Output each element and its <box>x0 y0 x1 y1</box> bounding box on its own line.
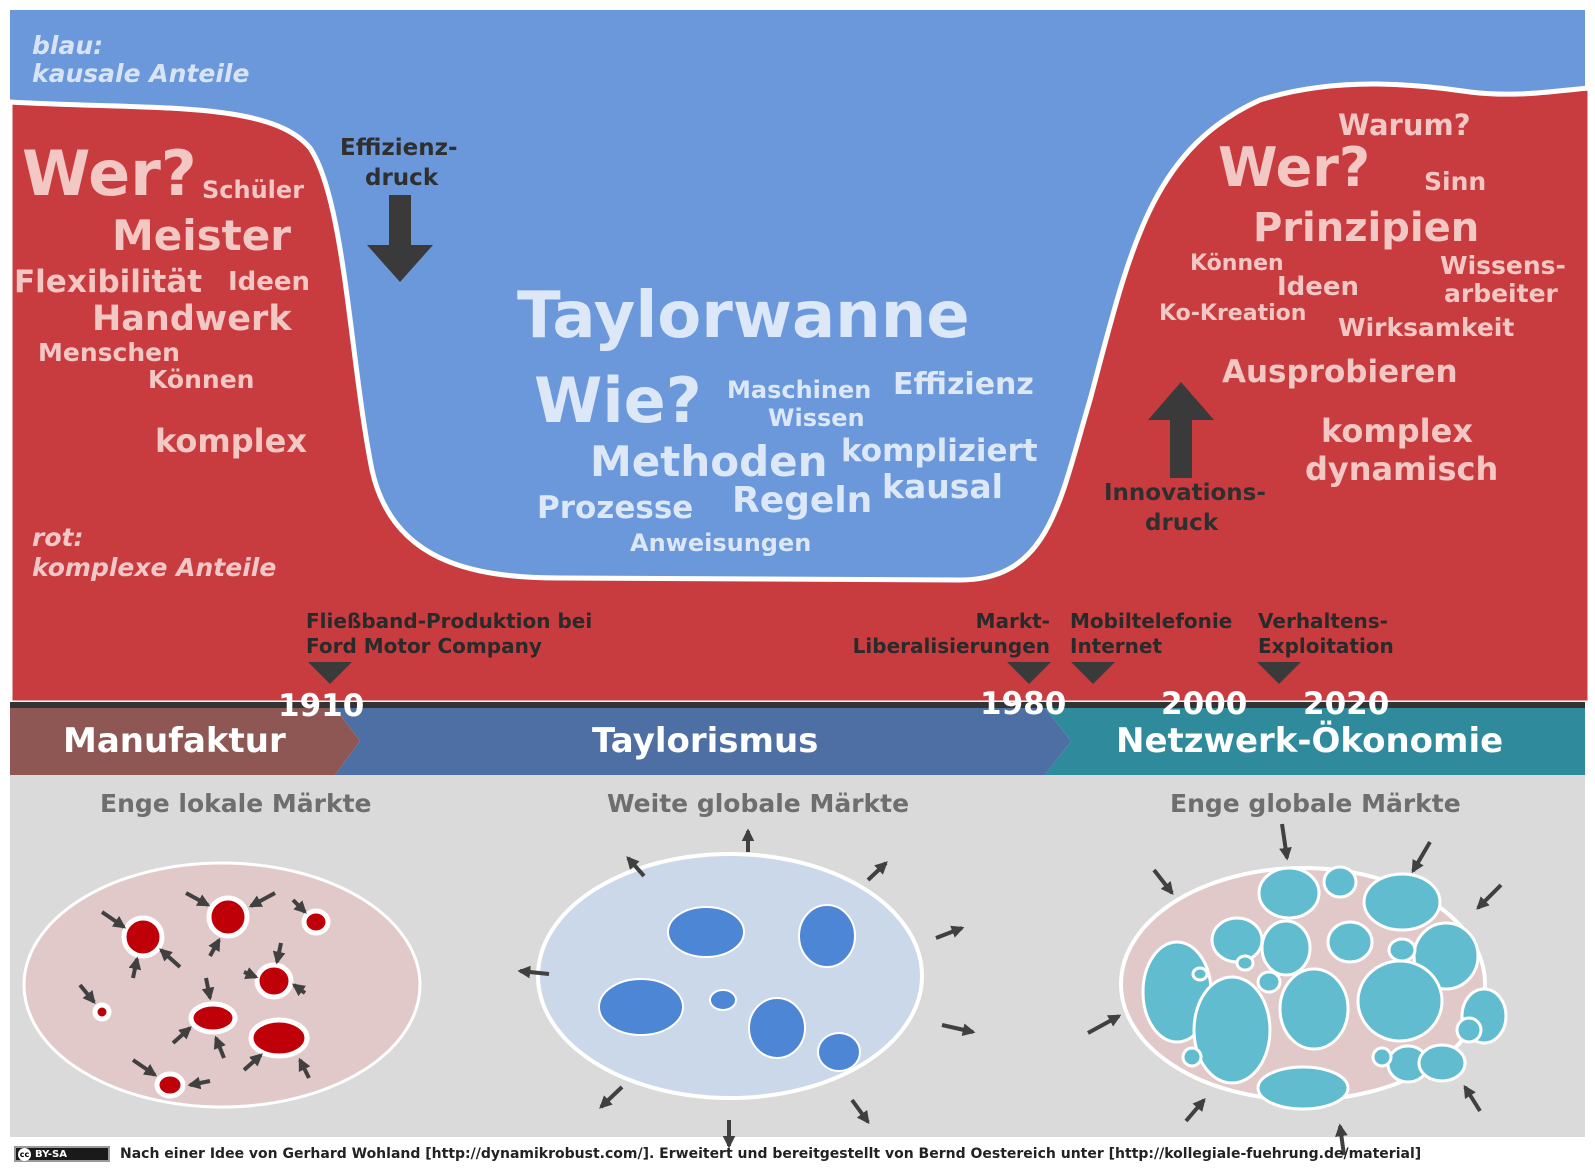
year-1910: 1910 <box>278 688 364 724</box>
center-word-kausal: kausal <box>882 467 1003 506</box>
legend-blue-subtitle: kausale Anteile <box>32 59 249 88</box>
center-word-maschinen: Maschinen <box>727 376 871 404</box>
market-center-illustration <box>517 828 976 1149</box>
year-1980: 1980 <box>980 686 1066 722</box>
year-2020: 2020 <box>1303 686 1389 722</box>
legend-red-title: rot: <box>32 523 83 552</box>
innovations-druck-arrow-icon <box>1148 382 1214 478</box>
left-word-koennen: Können <box>148 365 254 394</box>
event-mobil-line1: Mobiltelefonie <box>1070 609 1232 633</box>
left-word-meister: Meister <box>112 211 291 260</box>
era-manufaktur-band <box>10 708 360 775</box>
era-manufaktur-label: Manufaktur <box>63 721 286 761</box>
legend-red-subtitle: komplexe Anteile <box>32 553 276 582</box>
event-mobil-line2: Internet <box>1070 634 1162 658</box>
market-center-title: Weite globale Märkte <box>607 789 909 818</box>
event-verhalten-line1: Verhaltens- <box>1258 609 1388 633</box>
right-word-komplex: komplex <box>1321 412 1473 450</box>
left-word-menschen: Menschen <box>38 338 180 367</box>
right-word-ideen: Ideen <box>1277 272 1359 302</box>
market-right-illustration <box>1087 823 1508 1156</box>
center-word-prozesse: Prozesse <box>537 490 693 526</box>
event-1910-marker-icon <box>308 662 352 684</box>
era-taylorismus-label: Taylorismus <box>592 721 818 761</box>
event-markt-line2: Liberalisierungen <box>853 634 1050 658</box>
right-word-koennen: Können <box>1190 251 1284 276</box>
license-label: BY-SA <box>35 1148 67 1160</box>
event-2020-marker-icon <box>1257 662 1301 684</box>
market-right-title: Enge globale Märkte <box>1170 789 1461 818</box>
center-word-methoden: Methoden <box>590 437 828 486</box>
effizienz-druck-line1: Effizienz- <box>340 135 458 161</box>
right-word-prinzipien: Prinzipien <box>1253 205 1479 251</box>
cc-icon: cc <box>18 1147 31 1161</box>
center-word-wissen: Wissen <box>768 404 865 432</box>
event-1980-marker-icon <box>1007 662 1051 684</box>
right-word-wirksamkeit: Wirksamkeit <box>1338 313 1514 342</box>
legend-blue-title: blau: <box>32 31 103 60</box>
footer: cc BY-SA Nach einer Idee von Gerhard Woh… <box>14 1140 1584 1168</box>
effizienz-druck-line2: druck <box>365 165 439 191</box>
event-2000-marker-icon <box>1071 662 1115 684</box>
left-word-wer: Wer? <box>22 137 197 210</box>
era-netzwerk-label: Netzwerk-Ökonomie <box>1116 720 1503 761</box>
effizienz-druck-arrow-icon <box>367 195 433 282</box>
right-word-wissens: Wissens- <box>1440 251 1566 280</box>
left-word-schueler: Schüler <box>202 176 304 204</box>
year-2000: 2000 <box>1161 686 1247 722</box>
right-word-sinn: Sinn <box>1424 167 1486 196</box>
event-markt-line1: Markt- <box>976 609 1050 633</box>
event-fliessband-line1: Fließband-Produktion bei <box>306 609 592 633</box>
center-word-regeln: Regeln <box>732 480 872 521</box>
right-word-ausprobieren: Ausprobieren <box>1222 354 1458 390</box>
right-word-warum: Warum? <box>1338 108 1471 142</box>
center-word-kompliziert: kompliziert <box>841 433 1038 469</box>
event-fliessband-line2: Ford Motor Company <box>306 634 542 658</box>
center-word-wie: Wie? <box>534 364 702 437</box>
left-word-handwerk: Handwerk <box>92 299 292 339</box>
market-left-title: Enge lokale Märkte <box>100 789 372 818</box>
left-word-flexibilitaet: Flexibilität <box>14 264 202 300</box>
right-word-kokreation: Ko-Kreation <box>1159 301 1306 326</box>
left-word-komplex: komplex <box>155 422 307 460</box>
era-netzwerk-band <box>1045 708 1585 775</box>
right-word-wer: Wer? <box>1218 136 1370 199</box>
red-complex-area <box>7 81 1593 706</box>
market-left-illustration <box>22 861 422 1109</box>
innovations-druck-line1: Innovations- <box>1104 480 1266 506</box>
credit-text: Nach einer Idee von Gerhard Wohland [htt… <box>120 1146 1422 1162</box>
center-word-effizienz: Effizienz <box>893 367 1034 402</box>
center-word-anweisungen: Anweisungen <box>630 529 811 557</box>
innovations-druck-line2: druck <box>1145 510 1219 536</box>
cc-license-badge[interactable]: cc BY-SA <box>14 1146 110 1162</box>
timeline-axis <box>10 702 1585 708</box>
era-taylorismus-band <box>335 708 1071 775</box>
event-verhalten-line2: Exploitation <box>1258 634 1394 658</box>
right-word-arbeiter: arbeiter <box>1444 279 1559 308</box>
diagram-title: Taylorwanne <box>517 279 970 353</box>
right-word-dynamisch: dynamisch <box>1305 450 1498 488</box>
left-word-ideen: Ideen <box>228 267 310 297</box>
